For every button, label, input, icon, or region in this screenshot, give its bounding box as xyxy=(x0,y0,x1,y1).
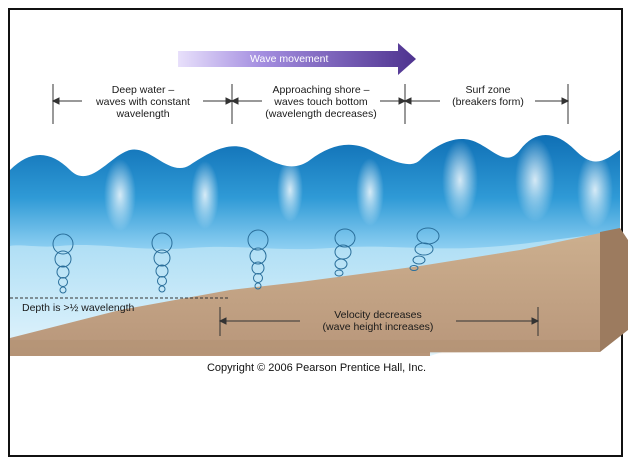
deep-water-label: Deep water – waves with constant wavelen… xyxy=(84,84,202,120)
velocity-line1: Velocity decreases xyxy=(334,309,422,321)
sea-floor xyxy=(10,228,620,356)
orbital-paths xyxy=(52,227,440,294)
deep-water-line3: wavelength xyxy=(116,108,170,120)
wave-foam xyxy=(104,138,613,231)
approaching-shore-line2: waves touch bottom xyxy=(274,96,368,108)
surf-zone-line1: Surf zone xyxy=(465,84,511,96)
deep-water-line2: waves with constant xyxy=(96,96,190,108)
surf-zone-label: Surf zone (breakers form) xyxy=(442,84,534,108)
approaching-shore-label: Approaching shore – waves touch bottom (… xyxy=(262,84,380,120)
sea-floor-edge xyxy=(600,228,628,352)
surf-zone-line2: (breakers form) xyxy=(452,96,524,108)
velocity-bracket xyxy=(218,307,540,336)
approaching-shore-line1: Approaching shore – xyxy=(272,84,370,96)
deep-water-line1: Deep water – xyxy=(111,84,175,96)
wave-movement-arrow xyxy=(178,43,416,75)
zone-dividers xyxy=(51,84,570,124)
approaching-shore-line3: (wavelength decreases) xyxy=(265,108,377,120)
sea-floor-shadow xyxy=(10,340,600,356)
velocity-label: Velocity decreases (wave height increase… xyxy=(300,309,456,333)
wave-movement-label: Wave movement xyxy=(250,53,329,65)
copyright-text: Copyright © 2006 Pearson Prentice Hall, … xyxy=(206,362,427,374)
depth-label: Depth is >½ wavelength xyxy=(22,302,135,314)
velocity-line2: (wave height increases) xyxy=(322,321,434,333)
